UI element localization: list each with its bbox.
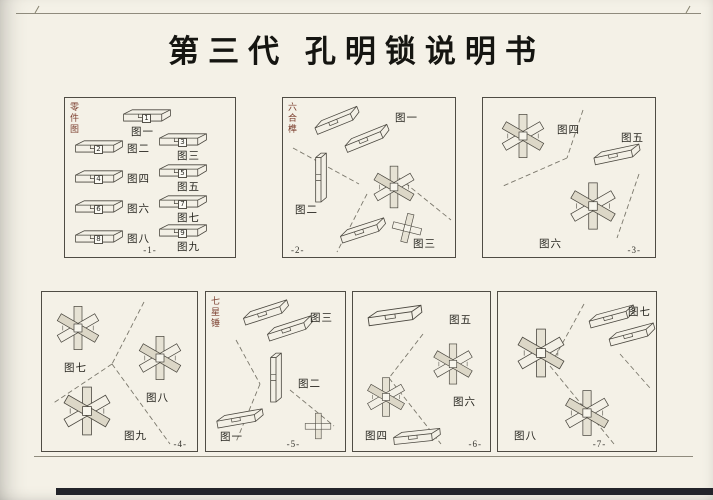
page-number: -3- — [627, 245, 641, 255]
piece-number: 9 — [178, 229, 187, 238]
page-number: -4- — [173, 439, 187, 449]
page-number: -1- — [143, 245, 157, 255]
top-rule — [16, 13, 701, 14]
panel-assembly-steps-1: 六合榫 图一 图二 图三 -2- — [282, 97, 456, 258]
figure-label: 图四 — [557, 125, 580, 136]
scan-edge-band — [56, 488, 713, 495]
figure-label: 图二 — [295, 205, 318, 216]
dashed-separator — [51, 301, 171, 445]
piece-number: 7 — [178, 200, 187, 209]
piece-number: 6 — [94, 205, 103, 214]
figure-label: 图八 — [514, 431, 537, 442]
piece-number: 1 — [142, 114, 151, 123]
dashed-separator — [502, 109, 640, 239]
panel-side-label: 七星锤 — [210, 296, 220, 329]
panel-assembly-steps-5: 图五 图六 图四 -6- — [352, 291, 491, 452]
panel-side-label: 零件图 — [69, 102, 79, 135]
panel-side-label: 六合榫 — [287, 102, 297, 135]
dashed-separator — [292, 147, 452, 253]
figure-label: 图一 — [131, 127, 154, 138]
bottom-rule — [34, 456, 693, 457]
page-title: 第三代 孔明锁说明书 — [168, 34, 545, 69]
figure-label: 图七 — [628, 307, 651, 318]
figure-label: 图五 — [621, 133, 644, 144]
burr-assembly-drawing — [517, 328, 565, 378]
piece-number: 3 — [178, 138, 187, 147]
burr-assembly-drawing — [367, 377, 405, 417]
cross-assembly-drawing — [304, 412, 332, 440]
figure-label: 图五 — [177, 182, 200, 193]
panel-assembly-steps-3: 图七 图八 图九 -4- — [41, 291, 198, 452]
page-number: -6- — [468, 439, 482, 449]
burr-assembly-drawing — [501, 114, 545, 159]
piece-number: 4 — [94, 175, 103, 184]
figure-label: 图二 — [127, 144, 150, 155]
panel-assembly-steps-6: 图七 图八 -7- — [497, 291, 657, 452]
panel-assembly-steps-4: 七星锤 图三 图二 图一 -5- — [205, 291, 346, 452]
panel-parts-diagram: 零件图 1 图一 2 图二 3 图三 4 图四 5 图五 6 图六 7 图七 8… — [64, 97, 236, 258]
burr-assembly-drawing — [565, 390, 609, 436]
page-number: -7- — [592, 439, 607, 449]
figure-label: 图六 — [127, 204, 150, 215]
figure-label: 图一 — [220, 432, 243, 443]
figure-label: 图一 — [395, 113, 418, 124]
burr-assembly-drawing — [63, 386, 111, 436]
piece-number: 5 — [178, 169, 187, 178]
burr-assembly-drawing — [138, 335, 182, 381]
figure-label: 图八 — [127, 234, 150, 245]
figure-label: 图九 — [124, 431, 147, 442]
figure-label: 图七 — [177, 213, 200, 224]
puzzle-piece-drawing — [270, 352, 282, 403]
figure-label: 图五 — [449, 315, 472, 326]
figure-label: 图四 — [127, 174, 150, 185]
figure-label: 图四 — [365, 431, 388, 442]
figure-label: 图三 — [310, 313, 333, 324]
burr-assembly-drawing — [433, 343, 473, 385]
dashed-separator — [388, 333, 442, 445]
dashed-separator — [235, 339, 335, 443]
figure-label: 图三 — [413, 239, 436, 250]
page-number: -5- — [286, 439, 301, 449]
burr-assembly-drawing — [56, 305, 100, 351]
figure-label: 图三 — [177, 151, 200, 162]
figure-label: 图八 — [146, 393, 169, 404]
figure-label: 图六 — [453, 397, 476, 408]
figure-label: 图二 — [298, 379, 321, 390]
piece-number: 2 — [94, 145, 103, 154]
burr-assembly-drawing — [570, 182, 616, 230]
figure-label: 图六 — [539, 239, 562, 250]
figure-label: 图九 — [177, 242, 200, 253]
piece-number: 8 — [94, 235, 103, 244]
puzzle-piece-drawing — [315, 152, 327, 203]
page-number: -2- — [291, 245, 305, 255]
figure-label: 图七 — [64, 363, 87, 374]
panel-assembly-steps-2: 图四 图五 图六 -3- — [482, 97, 656, 258]
